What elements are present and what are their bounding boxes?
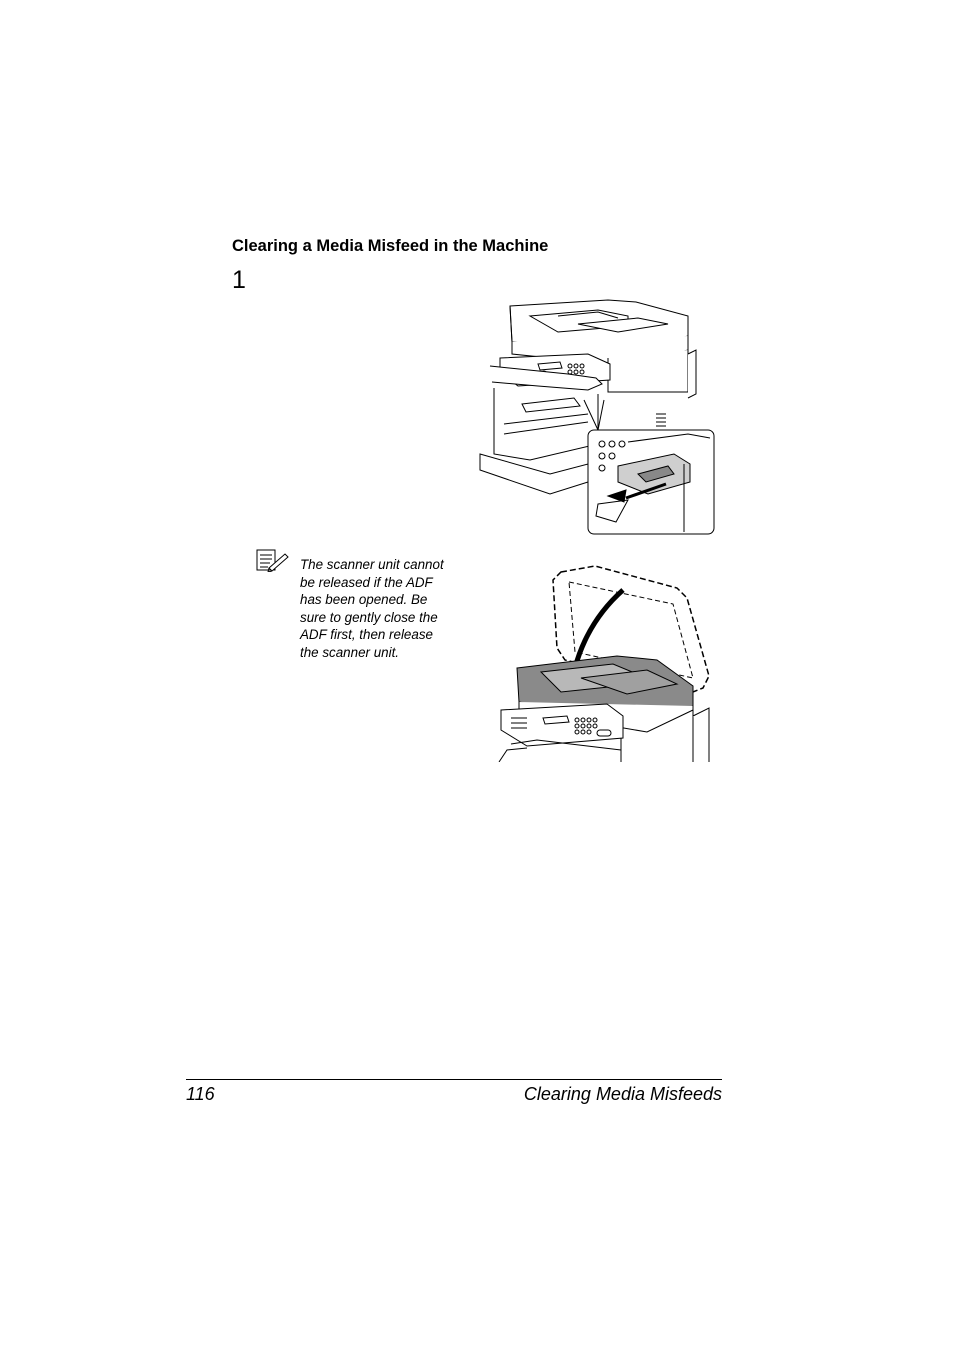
printer-close-adf-illustration xyxy=(498,565,710,762)
note-line: The scanner unit cannot xyxy=(300,557,444,572)
note-text: The scanner unit cannot be released if t… xyxy=(300,556,470,662)
step-number: 1 xyxy=(232,266,246,294)
section-heading: Clearing a Media Misfeed in the Machine xyxy=(232,237,549,255)
note-line: be released if the ADF xyxy=(300,574,433,590)
printer-release-scanner-illustration xyxy=(479,299,715,535)
note-pencil-icon xyxy=(256,549,289,572)
page-number: 116 xyxy=(186,1084,215,1104)
footer-rule xyxy=(186,1079,722,1080)
note-line: the scanner unit. xyxy=(300,644,400,660)
note-line: has been opened. Be xyxy=(300,592,428,608)
footer-section-title: Clearing Media Misfeeds xyxy=(523,1084,722,1104)
note-line: ADF first, then release xyxy=(300,627,433,643)
note-line: sure to gently close the xyxy=(300,609,438,625)
